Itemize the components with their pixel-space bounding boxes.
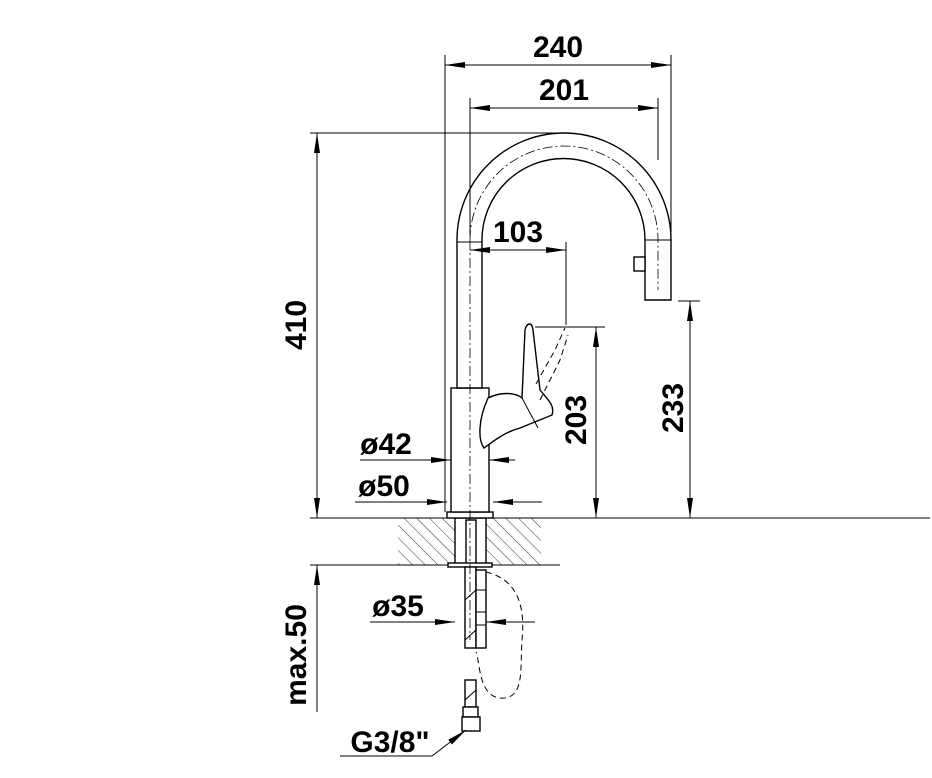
dim-connection-thread: G3/8" <box>350 726 429 759</box>
dim-overall-reach: 240 <box>533 31 583 64</box>
faucet-outline <box>446 132 672 732</box>
dim-spout-reach: 201 <box>539 74 589 107</box>
dim-base-diameter: ø50 <box>358 470 410 503</box>
dim-overall-height: 410 <box>280 300 313 350</box>
dim-handle-height: 203 <box>560 395 593 445</box>
dim-hole-diameter: ø35 <box>372 590 424 623</box>
dim-max-counter-thickness: max.50 <box>280 604 313 706</box>
dimension-lines <box>314 62 693 757</box>
countertop <box>310 517 930 566</box>
dim-body-diameter: ø42 <box>360 428 412 461</box>
dim-handle-offset: 103 <box>493 216 543 249</box>
dim-spout-outlet-height: 233 <box>657 383 690 433</box>
